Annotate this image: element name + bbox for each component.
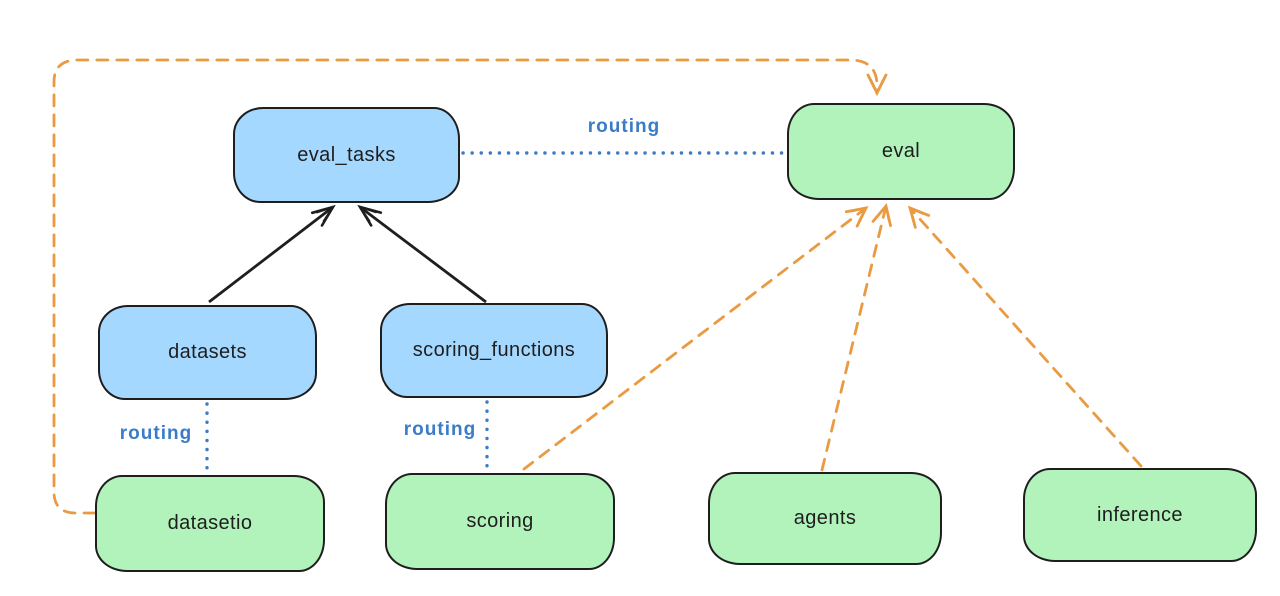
node-agents: agents xyxy=(708,472,942,565)
edge-label-routing-eval-tasks-eval: routing xyxy=(587,116,661,137)
node-scoring: scoring xyxy=(385,473,615,570)
edge-label-routing-scoring-functions-scoring: routing xyxy=(403,419,477,440)
node-datasets: datasets xyxy=(98,305,317,400)
node-scoring-functions-label: scoring_functions xyxy=(412,339,576,361)
node-inference: inference xyxy=(1023,468,1257,562)
edge-datasetio-to-eval xyxy=(52,58,888,515)
edge-scoring-to-eval xyxy=(522,206,869,471)
node-scoring-functions: scoring_functions xyxy=(380,303,608,398)
node-scoring-label: scoring xyxy=(466,510,534,532)
node-eval: eval xyxy=(787,103,1015,200)
node-inference-label: inference xyxy=(1097,503,1183,526)
node-datasetio: datasetio xyxy=(95,475,325,572)
edge-inference-to-eval xyxy=(907,205,1143,468)
node-datasetio-label: datasetio xyxy=(167,512,253,534)
edge-agents-to-eval xyxy=(820,202,892,472)
edge-datasets-to-eval-tasks xyxy=(208,204,336,304)
node-agents-label: agents xyxy=(793,507,857,529)
node-eval-tasks: eval_tasks xyxy=(233,107,460,203)
edge-label-routing-datasets-datasetio: routing xyxy=(119,423,193,444)
node-eval-label: eval xyxy=(881,140,921,162)
node-eval-tasks-label: eval_tasks xyxy=(297,143,396,166)
node-datasets-label: datasets xyxy=(168,341,247,363)
edge-scoring-functions-to-eval-tasks xyxy=(357,204,487,304)
